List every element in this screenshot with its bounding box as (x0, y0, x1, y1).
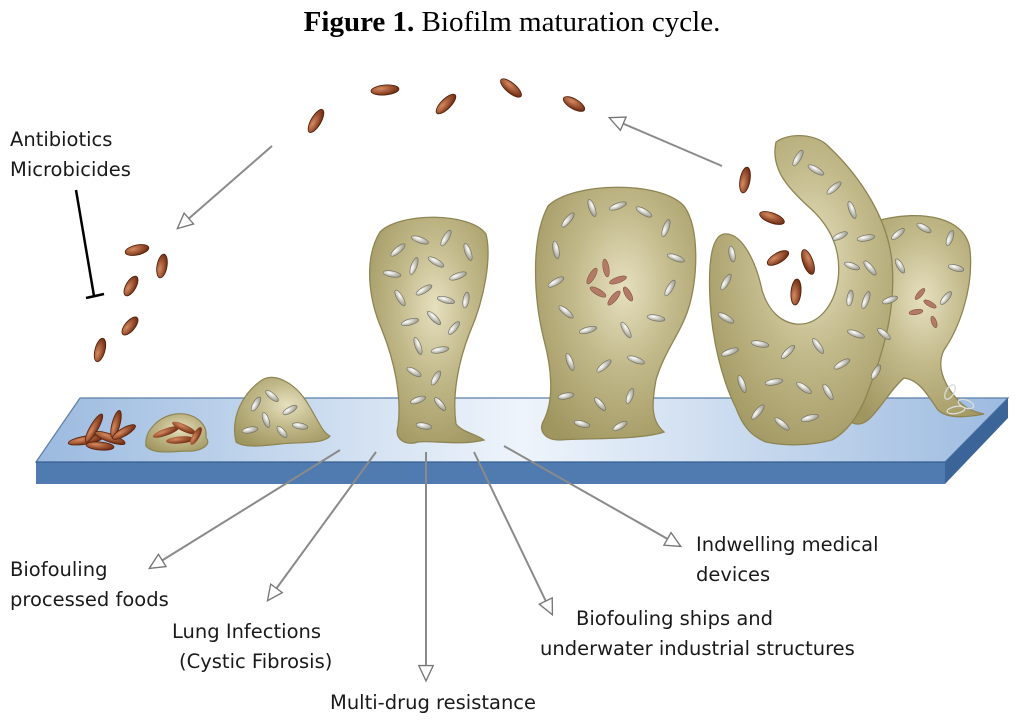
multidrug-line1: Multi-drug resistance (330, 691, 537, 714)
processed-foods-line1: Biofouling (10, 558, 108, 581)
planktonic-bacteria (93, 78, 815, 363)
label-processed-foods: Biofouling processed foods (10, 555, 169, 615)
ships-line2: underwater industrial structures (540, 637, 855, 660)
antibiotics-line1: Antibiotics (10, 128, 113, 151)
label-lung-infections: Lung Infections (Cystic Fibrosis) (172, 617, 332, 677)
figure-label: Figure 1. (303, 6, 415, 38)
label-medical-devices: Indwelling medical devices (696, 530, 879, 590)
antibiotics-label: Antibiotics Microbicides (10, 125, 131, 185)
arrow-medical (503, 445, 683, 548)
arrow-ships (473, 451, 554, 617)
inhibition-symbol (74, 189, 105, 300)
medical-line1: Indwelling medical (696, 533, 879, 556)
initial-attachment (67, 410, 136, 451)
core-bacteria-cluster (586, 258, 634, 306)
cycle-arrows (176, 116, 723, 230)
ships-line1: Biofouling ships and (576, 607, 774, 630)
microcolony-small (145, 413, 209, 453)
biofilm-tower-2 (534, 186, 697, 441)
processed-foods-line2: processed foods (10, 588, 169, 611)
medical-line2: devices (696, 563, 771, 586)
figure-caption: Biofilm maturation cycle. (421, 6, 721, 38)
antibiotics-line2: Microbicides (10, 158, 131, 181)
arrow-lung-infections (266, 451, 377, 603)
label-ships: Biofouling ships and underwater industri… (540, 604, 855, 664)
outcome-arrows (147, 445, 683, 683)
biofilm-tower-dispersing (708, 135, 985, 446)
microcolony-medium (234, 376, 331, 447)
empty-cell-cavity (944, 384, 975, 415)
lung-line2: (Cystic Fibrosis) (179, 650, 333, 673)
reattachment-arrow (176, 145, 273, 230)
figure-title: Figure 1. Biofilm maturation cycle. (0, 6, 1024, 39)
arrow-processed-foods (147, 449, 341, 570)
label-multidrug-resistance: Multi-drug resistance (330, 688, 536, 718)
biofilm-tower-1 (368, 216, 489, 444)
lung-line1: Lung Infections (172, 620, 322, 643)
dispersal-arrow (607, 116, 723, 167)
